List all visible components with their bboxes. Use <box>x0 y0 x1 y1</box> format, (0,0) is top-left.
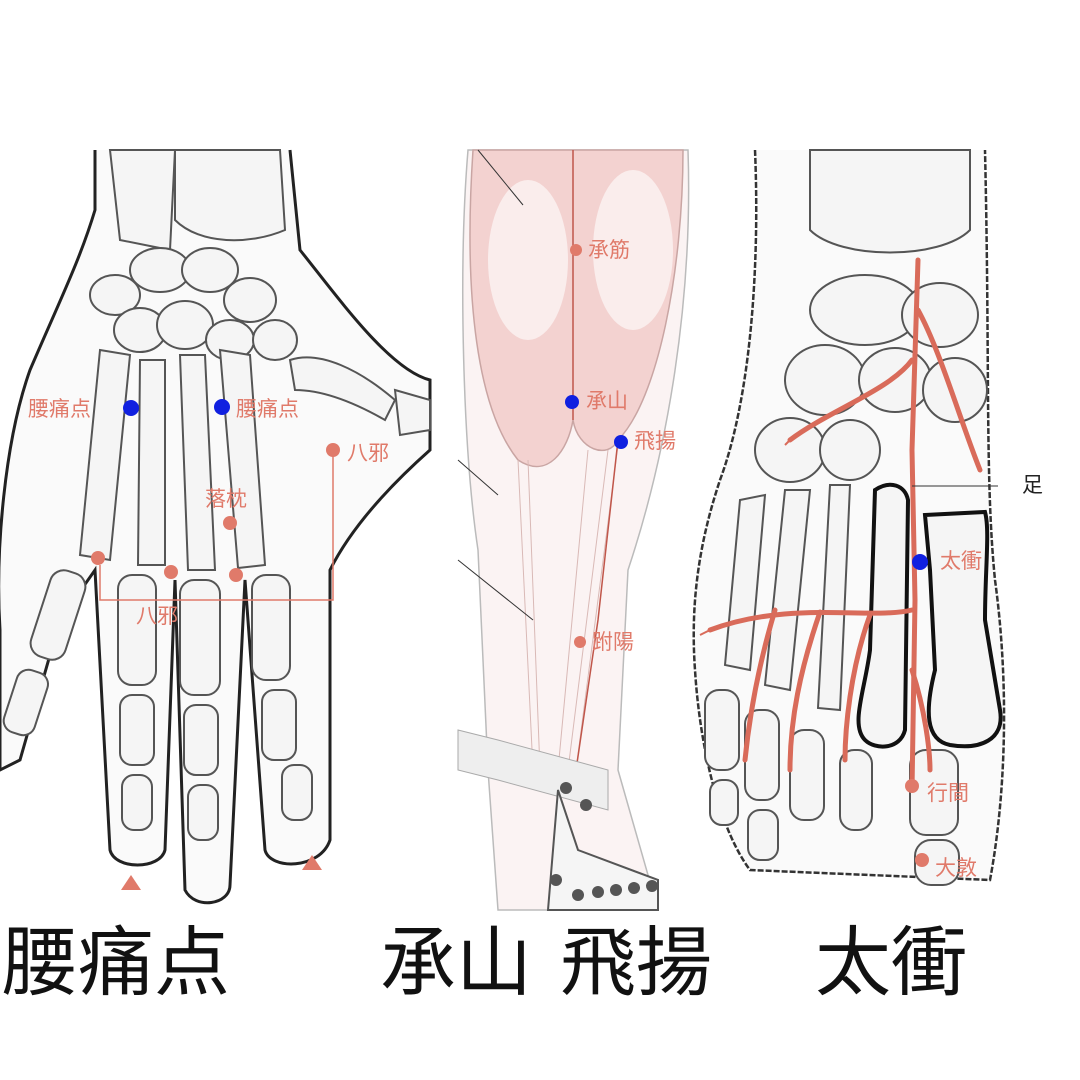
label-dadun: 大敦 <box>935 856 977 880</box>
dadun-point <box>915 853 929 867</box>
chengshan-point <box>565 395 579 409</box>
toe-bones <box>704 689 960 886</box>
finger-bones <box>2 569 313 841</box>
caption-taichong: 太衝 <box>815 918 967 1007</box>
label-taichong: 太衝 <box>940 549 982 573</box>
foot-illustration: 足 太衝 行間 大敦 <box>692 149 1043 886</box>
thumb-bones <box>288 356 431 437</box>
acupoint-markers <box>91 443 340 582</box>
hand-diagram: 腰痛点 腰痛点 八邪 落枕 八邪 <box>0 149 440 910</box>
taichong-point <box>912 554 928 570</box>
caption-yaotong: 腰痛点 <box>2 918 230 1007</box>
caption-chengshan: 承山 <box>380 918 532 1007</box>
leg-diagram: 承筋 承山 飛揚 跗陽 <box>457 149 703 911</box>
yaotong-left-point <box>123 400 139 416</box>
hand-illustration: 腰痛点 腰痛点 八邪 落枕 八邪 <box>0 149 432 905</box>
label-baxie-bottom: 八邪 <box>136 604 178 628</box>
arrow-icon <box>121 855 322 890</box>
label-baxie-top: 八邪 <box>347 441 389 465</box>
caption-feiyang: 飛揚 <box>560 918 712 1007</box>
label-feiyang: 飛揚 <box>634 429 676 453</box>
xingjian-point <box>905 779 919 793</box>
feiyang-point <box>614 435 628 449</box>
carpal-bones <box>89 247 298 361</box>
fuyang-point <box>574 636 586 648</box>
yaotong-right-point <box>214 399 230 415</box>
label-chengjin: 承筋 <box>588 238 630 262</box>
label-xingjian: 行間 <box>927 781 969 805</box>
label-fuyang: 跗陽 <box>592 630 634 654</box>
label-yaotong-left: 腰痛点 <box>28 397 91 421</box>
highlighted-metatarsals <box>856 482 1003 749</box>
label-foot: 足 <box>1022 473 1043 497</box>
label-yaotong-right: 腰痛点 <box>236 397 299 421</box>
label-chengshan: 承山 <box>586 389 628 413</box>
leg-illustration: 承筋 承山 飛揚 跗陽 <box>457 149 690 911</box>
chengjin-point <box>570 244 582 256</box>
foot-diagram: 足 太衝 行間 大敦 <box>690 149 1080 910</box>
label-luozhen: 落枕 <box>205 487 247 511</box>
metatarsal-bones <box>723 484 852 712</box>
hand-outline <box>0 149 432 905</box>
metacarpal-bones <box>78 348 267 571</box>
foot-arteries <box>707 257 983 793</box>
